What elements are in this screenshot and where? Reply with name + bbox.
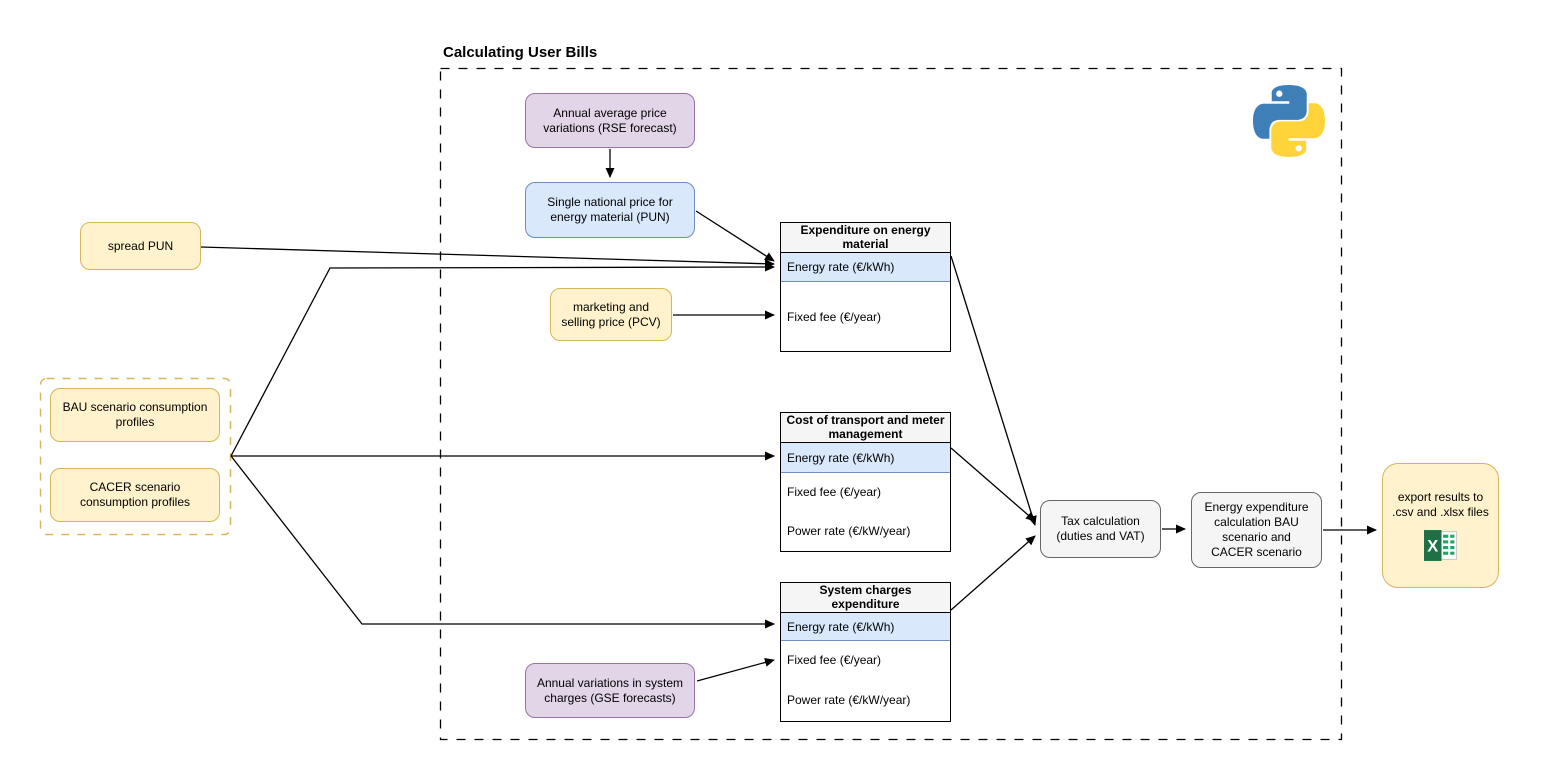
node-spread-pun: spread PUN [80, 222, 201, 270]
table-energy-material: Expenditure on energy material Energy ra… [780, 222, 951, 352]
table-system-charges: System charges expenditure Energy rate (… [780, 582, 951, 722]
node-bau-profiles: BAU scenario consumption profiles [50, 388, 220, 442]
arrow-spreadpun-to-energy-rate [200, 246, 775, 269]
python-logo-icon [1253, 85, 1325, 157]
arrow-energy-material-to-tax [950, 255, 1037, 526]
arrow-pun-to-energy-rate [695, 210, 775, 262]
node-gse-forecast: Annual variations in system charges (GSE… [525, 663, 695, 718]
arrow-transport-to-tax [950, 447, 1036, 522]
node-energy-expenditure: Energy expenditure calculation BAU scena… [1191, 492, 1322, 568]
svg-text:X: X [1427, 538, 1438, 556]
arrow-profiles-to-energy-material [230, 262, 775, 457]
node-rse-forecast: Annual average price variations (RSE for… [525, 93, 695, 148]
table-row-energy-rate: Energy rate (€/kWh) [781, 253, 950, 282]
arrow-gse-to-fixed-fee [696, 658, 775, 682]
node-cacer-profiles: CACER scenario consumption profiles [50, 468, 220, 522]
arrow-system-charges-to-tax [950, 535, 1036, 611]
export-results-label: export results to .csv and .xlsx files [1392, 490, 1489, 519]
node-tax-calculation: Tax calculation (duties and VAT) [1040, 500, 1161, 558]
table-row-energy-rate: Energy rate (€/kWh) [781, 613, 950, 641]
table-energy-material-header: Expenditure on energy material [781, 223, 950, 253]
node-export-results: export results to .csv and .xlsx files X [1382, 463, 1499, 588]
table-system-charges-header: System charges expenditure [781, 583, 950, 613]
table-row-power-rate: Power rate (€/kW/year) [781, 678, 950, 721]
table-transport-meter-header: Cost of transport and meter management [781, 413, 950, 443]
node-pcv: marketing and selling price (PCV) [550, 288, 672, 341]
arrow-profiles-to-system-charges [230, 455, 775, 629]
table-row-fixed-fee: Fixed fee (€/year) [781, 641, 950, 678]
dashed-boundary [439, 67, 1343, 741]
table-row-energy-rate: Energy rate (€/kWh) [781, 443, 950, 473]
table-row-fixed-fee: Fixed fee (€/year) [781, 282, 950, 351]
table-row-power-rate: Power rate (€/kW/year) [781, 511, 950, 551]
diagram-title: Calculating User Bills [443, 44, 598, 61]
table-row-fixed-fee: Fixed fee (€/year) [781, 473, 950, 511]
table-transport-meter: Cost of transport and meter management E… [780, 412, 951, 552]
profiles-group-dashed-frame [39, 377, 232, 536]
node-pun: Single national price for energy materia… [525, 182, 695, 238]
excel-spreadsheet-icon: X [1423, 530, 1458, 561]
